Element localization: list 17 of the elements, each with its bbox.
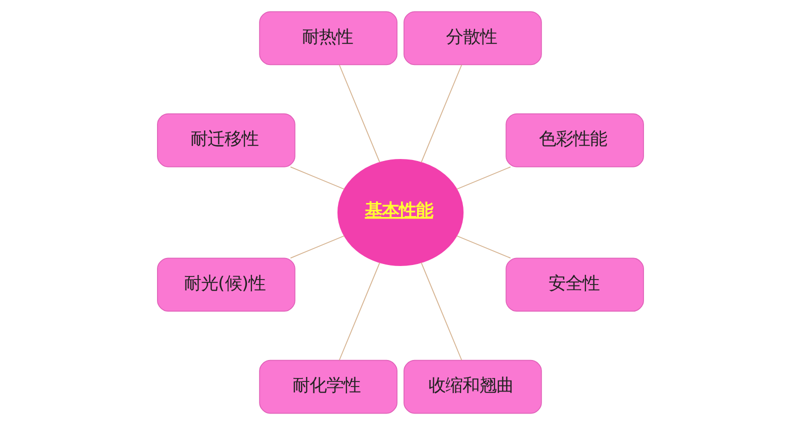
connector [290, 235, 344, 258]
node-box: 收缩和翘曲 [403, 360, 542, 414]
node-ellipse: 基本性能 [336, 159, 464, 266]
connector [420, 262, 462, 361]
node-box: 耐化学性 [258, 360, 397, 414]
node-box: 耐光(候)性 [156, 258, 295, 312]
connector [290, 166, 344, 190]
connector [420, 64, 462, 163]
node-box: 耐迁移性 [156, 113, 295, 168]
node-box: 耐热性 [258, 11, 397, 66]
node-box: 色彩性能 [505, 113, 644, 168]
connector [338, 262, 380, 361]
node-box: 安全性 [505, 258, 644, 312]
connector [456, 235, 510, 258]
connector [338, 64, 380, 163]
node-box: 分散性 [403, 11, 542, 66]
connector [456, 166, 510, 190]
